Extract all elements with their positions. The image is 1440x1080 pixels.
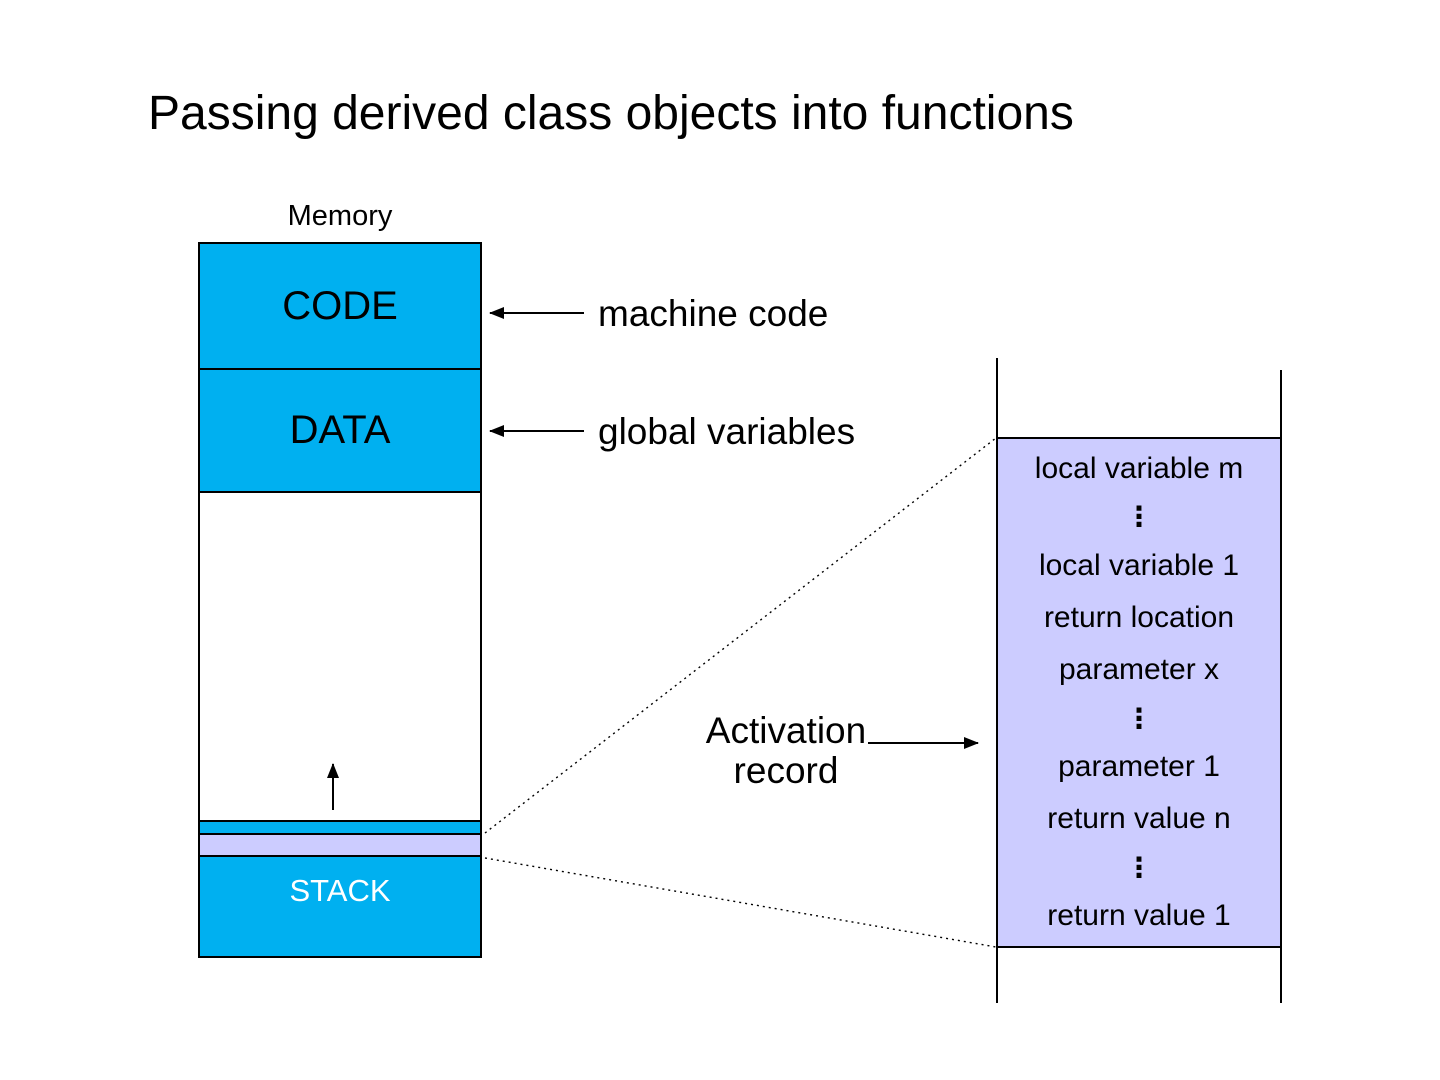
memory-column: CODE DATA STACK — [198, 242, 482, 958]
activation-record-label: Activation record — [680, 711, 892, 791]
memory-segment-free-space — [200, 493, 480, 822]
memory-segment-data: DATA — [200, 370, 480, 493]
code-segment-label: CODE — [282, 283, 398, 328]
memory-segment-activation-record-strip — [200, 835, 480, 857]
activation-record-row: local variable m — [1034, 452, 1244, 486]
memory-segment-code: CODE — [200, 244, 480, 370]
activation-record-row: return value 1 — [1047, 898, 1231, 932]
activation-record-row: parameter x — [1058, 653, 1220, 687]
memory-column-label: Memory — [287, 200, 393, 232]
activation-record-row: local variable 1 — [1038, 548, 1240, 582]
machine-code-label: machine code — [598, 293, 829, 334]
vertical-ellipsis-icon: ⋮ — [1125, 701, 1153, 735]
data-segment-label: DATA — [289, 408, 391, 452]
global-variables-label: global variables — [598, 411, 856, 452]
stack-segment-label: STACK — [289, 873, 391, 908]
activation-record-label-line2: record — [733, 750, 839, 791]
expansion-line-bottom — [484, 857, 997, 948]
vertical-ellipsis-icon: ⋮ — [1125, 500, 1153, 534]
vertical-ellipsis-icon: ⋮ — [1125, 850, 1153, 884]
memory-segment-thin-strip — [200, 822, 480, 835]
activation-record-box: local variable m ⋮ local variable 1 retu… — [996, 437, 1282, 948]
activation-record-row: parameter 1 — [1058, 749, 1220, 783]
activation-record-row: return location — [1043, 601, 1235, 635]
memory-segment-stack: STACK — [200, 857, 480, 956]
activation-record-label-line1: Activation — [705, 710, 867, 751]
slide-title: Passing derived class objects into funct… — [148, 87, 1074, 140]
activation-record-row: return value n — [1047, 802, 1231, 836]
